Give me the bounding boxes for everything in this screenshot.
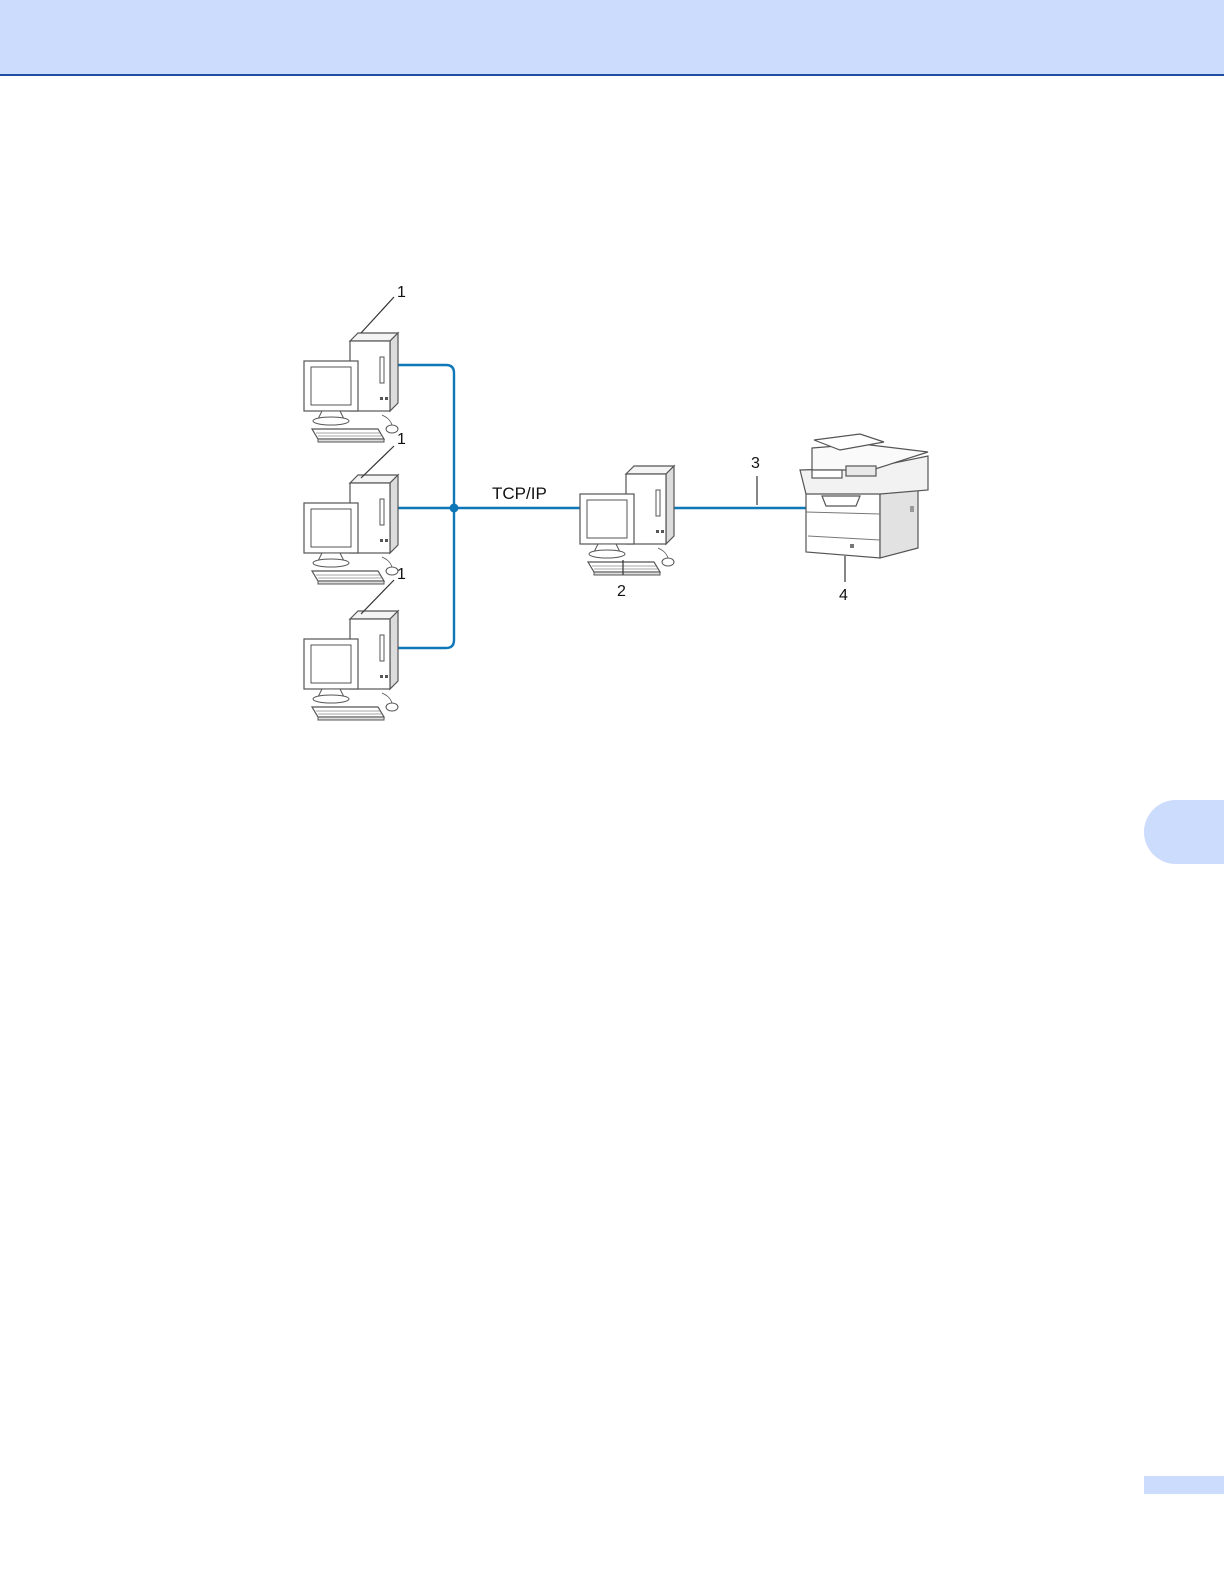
leader-client-1 bbox=[361, 297, 394, 333]
callout-printer: 4 bbox=[839, 587, 848, 604]
bus-line bbox=[397, 365, 454, 648]
server-computer-icon bbox=[580, 466, 674, 575]
client-computer-2-icon bbox=[304, 475, 398, 584]
callout-connection: 3 bbox=[751, 455, 760, 472]
callout-server: 2 bbox=[617, 583, 626, 600]
client-computer-1-icon bbox=[304, 333, 398, 442]
callout-client-1: 1 bbox=[397, 284, 406, 301]
leader-client-3 bbox=[361, 580, 394, 614]
junction-point bbox=[450, 504, 459, 513]
callout-client-2: 1 bbox=[397, 431, 406, 448]
leader-client-2 bbox=[361, 446, 394, 478]
callout-client-3: 1 bbox=[397, 566, 406, 583]
client-computer-3-icon bbox=[304, 611, 398, 720]
network-protocol-label: TCP/IP bbox=[492, 484, 547, 503]
multifunction-printer-icon bbox=[800, 434, 928, 558]
